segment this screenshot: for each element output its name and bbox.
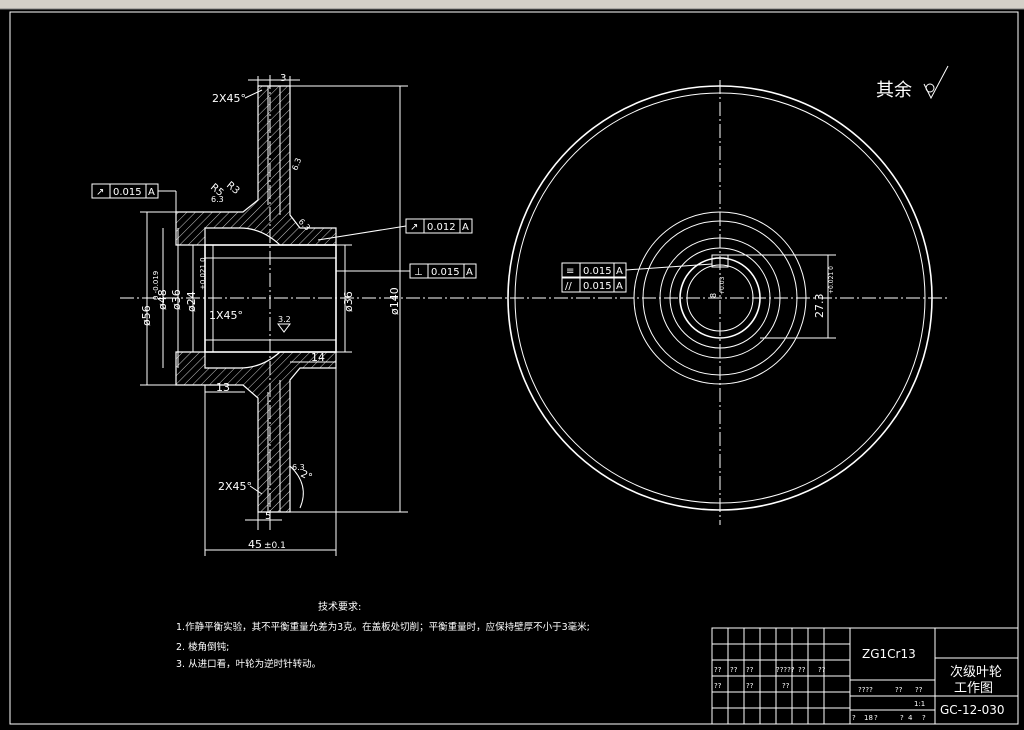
title-block-cell: ?? (714, 666, 722, 674)
ra-top: 6.3 (290, 157, 303, 172)
svg-text:其余: 其余 (876, 80, 912, 101)
ra-inner: 3.2 (278, 315, 291, 324)
title-block-cell: ?? (714, 682, 722, 690)
title-block-cell: ???? (858, 686, 873, 694)
dim-chamfer-inner: 1X45° (209, 309, 243, 322)
dim-d36-right: ø36 (342, 291, 355, 312)
technical-notes: 技术要求: 1.作静平衡实验，其不平衡重量允差为3克。在盖板处切削；平衡重量时，… (176, 600, 590, 670)
dim-d36-left: ø36 (170, 289, 183, 310)
drawing-border (9, 11, 1019, 725)
svg-text:↗: ↗ (410, 222, 418, 233)
dim-d56: ø56 (140, 305, 153, 326)
window-title-bar (0, 0, 1024, 9)
svg-text:0.015: 0.015 (431, 267, 460, 278)
title-block-cell: ?? (915, 686, 923, 694)
svg-text:⊥: ⊥ (414, 267, 423, 278)
dim-14: 14 (311, 351, 325, 364)
roughness-check-icon (923, 65, 949, 100)
dim-45: 45±0.1 (248, 538, 286, 551)
gdt-frame-parallelism: // 0.015 A (561, 277, 627, 293)
notes-title: 技术要求: (318, 600, 361, 613)
note-3: 3. 从进口看，叶轮为逆时针转动。 (176, 658, 321, 670)
svg-text:0.015: 0.015 (583, 281, 612, 292)
title-block-cell: ? (900, 714, 904, 722)
svg-text:A: A (148, 187, 155, 198)
gdt-frame-perpendicularity: ⊥ 0.015 A (336, 263, 477, 279)
part-name-1: 次级叶轮 (950, 664, 1002, 680)
title-block-cell: ? (874, 714, 878, 722)
material: ZG1Cr13 (862, 647, 916, 661)
dim-d24: ø24 (185, 291, 198, 312)
title-block-cell: ?? (818, 666, 826, 674)
title-block-cell: ????? (776, 666, 795, 674)
title-block-cell: ?? (782, 682, 790, 690)
title-block-cell: ?? (798, 666, 806, 674)
surface-roughness-note: 其余 (876, 65, 949, 101)
title-block-cell: 18 (864, 714, 873, 722)
note-1: 1.作静平衡实验，其不平衡重量允差为3克。在盖板处切削；平衡重量时，应保持壁厚不… (176, 621, 590, 633)
dim-d24-tol: +0.021 0 (199, 257, 207, 290)
title-block: ZG1Cr13 次级叶轮 工作图 GC-12-030 1:1 ?????????… (711, 627, 1019, 725)
gdt-frame-runout-1: ↗ 0.015 A (91, 183, 177, 212)
dim-angle: 2° (299, 469, 314, 484)
title-block-cell: ?? (746, 682, 754, 690)
section-view (120, 75, 488, 525)
svg-text:0.015: 0.015 (583, 266, 612, 277)
part-name-2: 工作图 (954, 681, 993, 696)
ra-left: 6.3 (211, 195, 224, 204)
ra-low: 6.3 (292, 463, 305, 472)
dim-d140: ø140 (388, 287, 401, 315)
svg-text:A: A (462, 222, 469, 233)
dim-d56-tol: 0 -0.019 (152, 271, 160, 300)
dim-key-tol: +0.03 (719, 276, 726, 295)
svg-text:A: A (616, 281, 623, 292)
drawing-number: GC-12-030 (940, 703, 1005, 717)
dim-chamfer-top: 2X45° (212, 92, 246, 105)
svg-text:A: A (616, 266, 623, 277)
section-dimensions: 3 2X45° 6.3 R5 R3 6.3 6.3 ø56 0 -0.019 ø… (140, 73, 408, 556)
dim-13: 13 (216, 381, 230, 394)
dim-d48: ø48 (156, 289, 169, 310)
svg-text:↗: ↗ (96, 187, 104, 198)
dim-top-width: 3 (280, 73, 286, 84)
gdt-frame-runout-2: ↗ 0.012 A (317, 218, 473, 241)
title-block-cell: ? (922, 714, 926, 722)
svg-text:A: A (466, 267, 473, 278)
title-block-cell: ?? (895, 686, 903, 694)
svg-text:≡: ≡ (566, 266, 574, 277)
dim-key-height: 27.3 (813, 294, 826, 319)
svg-text://: // (565, 281, 572, 292)
title-block-cell: ?? (746, 666, 754, 674)
title-block-cell: ?? (730, 666, 738, 674)
title-block-cell: 4 (908, 714, 913, 722)
front-view: 8 +0.03 27.3 +0.021 0 (488, 80, 950, 525)
dim-5: 5 (265, 511, 271, 522)
dim-chamfer-bottom: 2X45° (218, 480, 252, 493)
scale: 1:1 (914, 700, 925, 708)
svg-text:0.015: 0.015 (113, 187, 142, 198)
gdt-frame-symmetry: ≡ 0.015 A (561, 262, 713, 278)
title-block-cell: ? (852, 714, 856, 722)
dim-key-height-tol: +0.021 0 (828, 266, 835, 294)
dim-key-width: 8 (709, 293, 718, 298)
svg-text:0.012: 0.012 (427, 222, 456, 233)
radius-r3: R3 (224, 180, 241, 197)
note-2: 2. 棱角倒钝; (176, 641, 229, 653)
